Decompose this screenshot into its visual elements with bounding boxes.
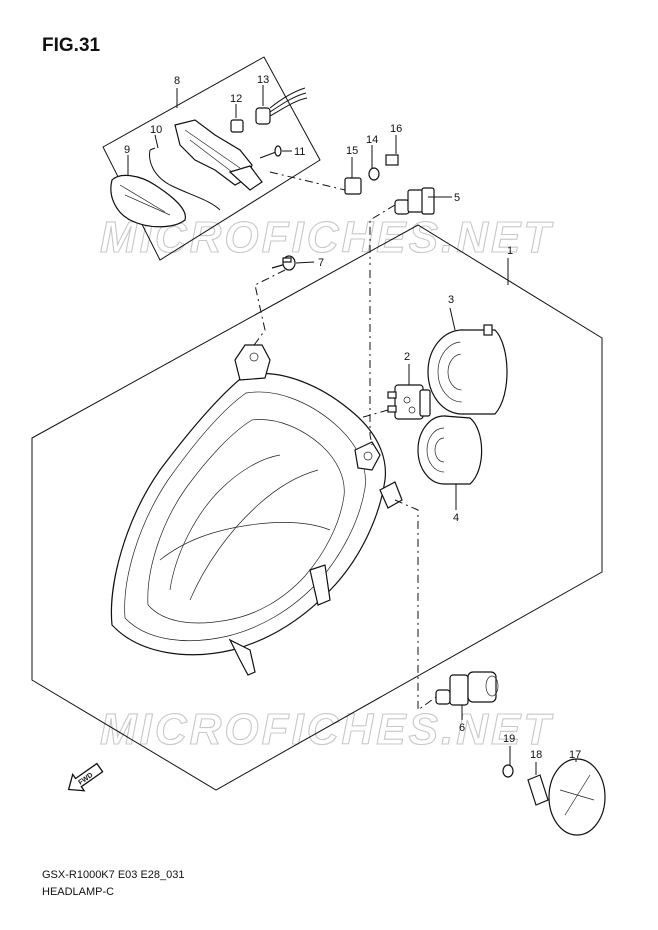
wiring-harness-parts	[110, 87, 308, 228]
screw-7	[271, 255, 296, 271]
cap-17	[548, 758, 606, 836]
callout-4: 4	[453, 512, 459, 524]
callout-16: 16	[390, 123, 402, 135]
headlight-bulb-5	[394, 187, 435, 215]
figure-title: FIG.31	[42, 35, 101, 56]
washer-14	[368, 167, 380, 181]
callout-9: 9	[124, 144, 130, 156]
callout-19: 19	[503, 733, 515, 745]
footer-section: HEADLAMP-C	[42, 886, 114, 898]
leader-3	[449, 307, 456, 331]
callout-13: 13	[257, 74, 269, 86]
grommet-15	[344, 177, 362, 195]
callout-12: 12	[230, 93, 242, 105]
fwd-label: FWD	[77, 772, 94, 787]
callout-8: 8	[174, 75, 180, 87]
callout-1: 1	[507, 245, 513, 257]
callout-3: 3	[448, 294, 454, 306]
callout-5: 5	[454, 192, 460, 204]
pin-18	[527, 774, 549, 806]
watermark-bottom: MICROFICHES.NET	[100, 705, 553, 754]
bulb-6	[435, 671, 499, 706]
callout-15: 15	[346, 145, 358, 157]
callout-6: 6	[459, 722, 465, 734]
callout-14: 14	[366, 134, 378, 146]
callout-10: 10	[150, 124, 162, 136]
headlamp-housing	[110, 344, 403, 676]
cap-parts	[502, 758, 606, 836]
washer-19	[502, 764, 514, 778]
dash-bulb5	[369, 204, 396, 265]
callout-17: 17	[569, 749, 581, 761]
bolt-16	[385, 154, 399, 166]
callout-2: 2	[404, 351, 410, 363]
dash-screw-housing	[251, 269, 286, 349]
small-hardware	[344, 154, 399, 195]
footer-model: GSX-R1000K7 E03 E28_031	[42, 869, 185, 881]
headlamp-assembly-frame	[31, 224, 603, 791]
leader-7	[295, 261, 315, 264]
callout-11: 11	[294, 146, 305, 158]
forward-arrow-icon: FWD	[67, 762, 104, 792]
dash-socket-housing	[369, 270, 373, 446]
bulb-socket	[387, 384, 431, 420]
callout-7: 7	[318, 257, 324, 269]
large-socket-cover	[427, 324, 508, 415]
dash-bulb6	[394, 499, 437, 711]
dash-socket2	[359, 409, 389, 419]
small-socket-cover	[417, 415, 483, 485]
leader-10	[154, 134, 159, 149]
callout-18: 18	[530, 749, 542, 761]
dash-harness-grommet	[269, 171, 346, 191]
